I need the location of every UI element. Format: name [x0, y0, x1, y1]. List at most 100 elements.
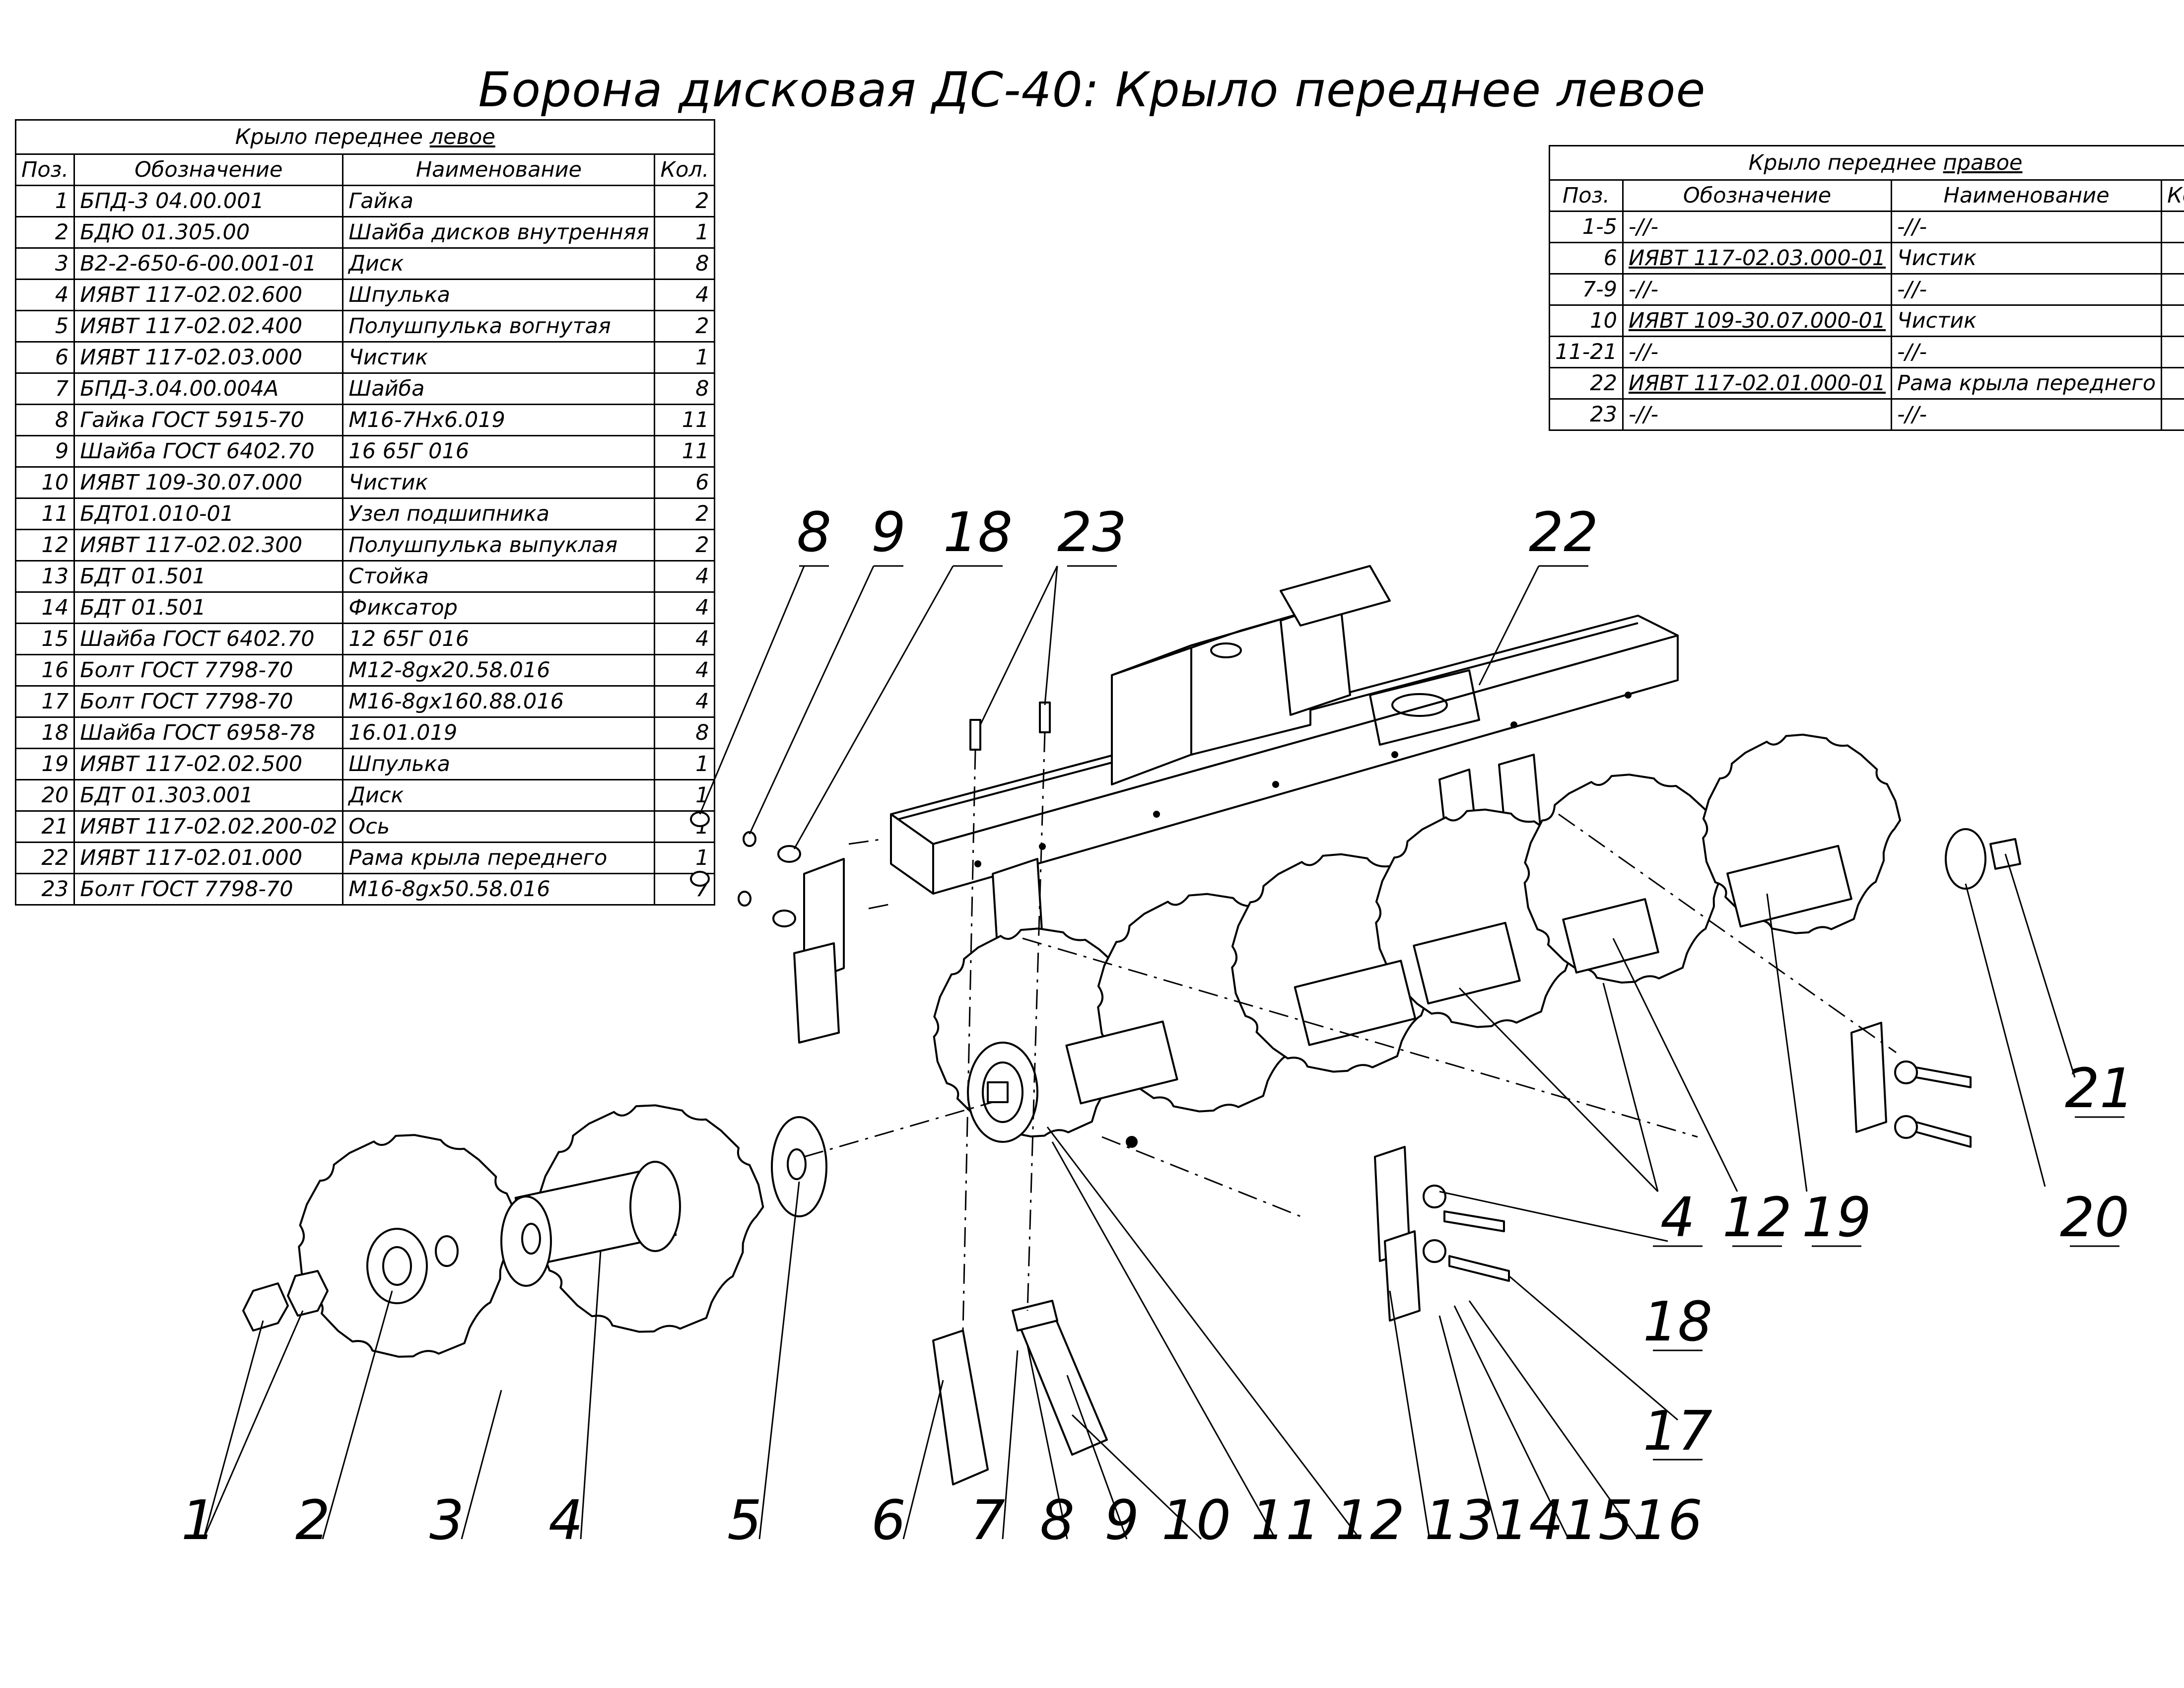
callout-bottom-15: 15 [1564, 1488, 1633, 1552]
cell-pos: 12 [14, 529, 75, 562]
cell-qty: 11 [654, 435, 716, 468]
callout-right-21: 21 [2065, 1056, 2134, 1120]
cell-name: М16-8gх50.58.016 [342, 873, 656, 906]
table-row: 23-//--//--//- [1549, 398, 2184, 431]
callout-bottom-12: 12 [1335, 1488, 1405, 1552]
cell-name: Фиксатор [342, 591, 656, 624]
callout-bottom-2: 2 [295, 1488, 330, 1552]
cell-qty: 4 [654, 685, 716, 718]
callout-bottom-6: 6 [871, 1488, 906, 1552]
cell-qty: 4 [654, 279, 716, 311]
table-row: 11-21-//--//--//- [1549, 336, 2184, 368]
cell-code: БДЮ 01.305.00 [73, 216, 344, 249]
cell-qty: 1 [654, 341, 716, 374]
callout-bottom-9: 9 [1104, 1488, 1139, 1552]
cell-pos: 20 [14, 779, 75, 812]
cell-qty: 4 [654, 560, 716, 593]
header-pos: Поз. [14, 153, 75, 186]
callout-bottom-14: 14 [1494, 1488, 1564, 1552]
cell-qty: 8 [654, 716, 716, 749]
cell-pos: 9 [14, 435, 75, 468]
cell-pos: 11 [14, 497, 75, 530]
cell-code: БПД-3.04.00.004А [73, 372, 344, 405]
cell-code: -//- [1622, 398, 1893, 431]
cell-name: Шайба [342, 372, 656, 405]
cell-name: Диск [342, 247, 656, 280]
cell-pos: 8 [14, 404, 75, 436]
cell-qty: -//- [2161, 336, 2184, 368]
cell-pos: 3 [14, 247, 75, 280]
cell-pos: 2 [14, 216, 75, 249]
cell-code: -//- [1622, 336, 1893, 368]
callout-bottom-5: 5 [727, 1488, 762, 1552]
cell-pos: 23 [14, 873, 75, 906]
header-qty: Кол. [654, 153, 716, 186]
cell-pos: 1-5 [1549, 211, 1624, 243]
callout-top-18: 18 [943, 500, 1013, 564]
cell-pos: 18 [14, 716, 75, 749]
cell-name: Гайка [342, 185, 656, 217]
cell-qty: 8 [654, 372, 716, 405]
disc-gang [921, 722, 2020, 1149]
cell-qty: 1 [2161, 242, 2184, 275]
cell-qty: 11 [654, 404, 716, 436]
cell-pos: 22 [1549, 367, 1624, 400]
axis-lines [804, 732, 1897, 1331]
cell-code: ИЯВТ 117-02.03.000 [73, 341, 344, 374]
cell-name: Чистик [342, 341, 656, 374]
cell-code: БПД-3 04.00.001 [73, 185, 344, 217]
table-row: 7-9-//--//--//- [1549, 273, 2184, 306]
cell-name: Чистик [1891, 242, 2163, 275]
cell-code: БДТ01.010-01 [73, 497, 344, 530]
cell-qty: 4 [654, 591, 716, 624]
cell-name: -//- [1891, 336, 2163, 368]
header-pos: Поз. [1549, 179, 1624, 212]
cell-pos: 7-9 [1549, 273, 1624, 306]
cell-code: ИЯВТ 117-02.02.500 [73, 748, 344, 780]
cell-code: ИЯВТ 117-02.02.600 [73, 279, 344, 311]
cell-code: -//- [1622, 211, 1893, 243]
cell-name: Чистик [342, 466, 656, 499]
cell-code: В2-2-650-6-00.001-01 [73, 247, 344, 280]
cell-pos: 14 [14, 591, 75, 624]
spec-table-right: Крыло переднее правое Поз. Обозначение Н… [1548, 145, 2184, 431]
callout-bottom-8: 8 [1040, 1488, 1075, 1552]
callout-top-8: 8 [797, 500, 831, 564]
cell-name: Ось [342, 810, 656, 843]
cell-name: Шпулька [342, 279, 656, 311]
cell-name: М16-7Нх6.019 [342, 404, 656, 436]
cell-name: Чистик [1891, 304, 2163, 337]
cell-qty: -//- [2161, 273, 2184, 306]
cell-pos: 4 [14, 279, 75, 311]
cell-code: Болт ГОСТ 7798-70 [73, 685, 344, 718]
table-caption: Крыло переднее левое [14, 119, 716, 155]
cell-pos: 1 [14, 185, 75, 217]
cell-name: Рама крыла переднего [1891, 367, 2163, 400]
cell-name: Стойка [342, 560, 656, 593]
cell-code: ИЯВТ 109-30.07.000-01 [1622, 304, 1893, 337]
cell-name: М12-8gх20.58.016 [342, 654, 656, 687]
cell-code: Шайба ГОСТ 6402.70 [73, 623, 344, 655]
cell-pos: 16 [14, 654, 75, 687]
cell-qty: 1 [654, 216, 716, 249]
callout-bottom-16: 16 [1633, 1488, 1703, 1552]
cell-name: Диск [342, 779, 656, 812]
cell-code: ИЯВТ 117-02.03.000-01 [1622, 242, 1893, 275]
cell-pos: 10 [14, 466, 75, 499]
callout-right-18: 18 [1643, 1290, 1712, 1353]
cell-qty: 2 [654, 185, 716, 217]
cell-name: -//- [1891, 273, 2163, 306]
